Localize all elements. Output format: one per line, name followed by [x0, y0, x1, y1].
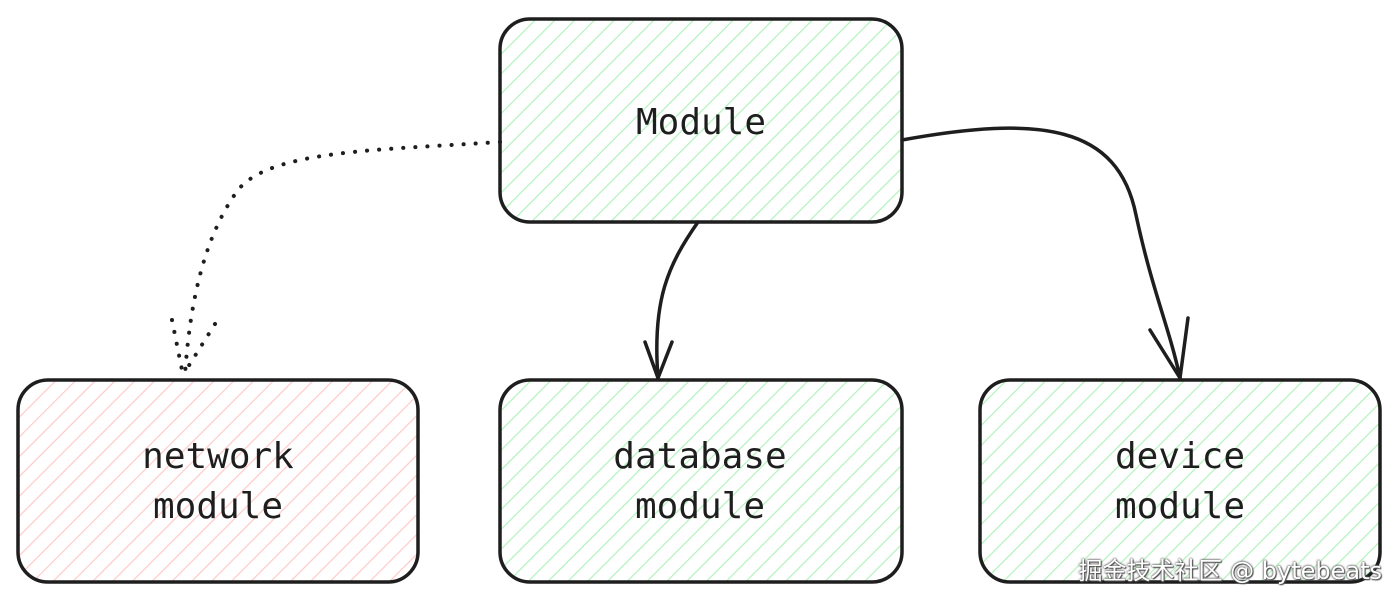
edge-module-to-database: [643, 220, 700, 380]
edge-module-to-device: [900, 126, 1190, 380]
database-module-label-line2: module: [635, 486, 765, 527]
edge-module-to-network: [170, 140, 502, 377]
module-node: Module: [498, 17, 904, 224]
network-module-node: network module: [16, 378, 420, 584]
network-module-label-line1: network: [142, 436, 294, 477]
database-module-node: database module: [498, 378, 904, 584]
watermark: 掘金技术社区 @ bytebeats: [1078, 557, 1383, 585]
module-node-label: Module: [636, 102, 766, 143]
network-module-label-line2: module: [153, 486, 283, 527]
database-module-label-line1: database: [613, 436, 786, 477]
device-module-label-line1: device: [1115, 436, 1245, 477]
device-module-label-line2: module: [1115, 486, 1245, 527]
device-module-node: device module: [978, 378, 1382, 584]
